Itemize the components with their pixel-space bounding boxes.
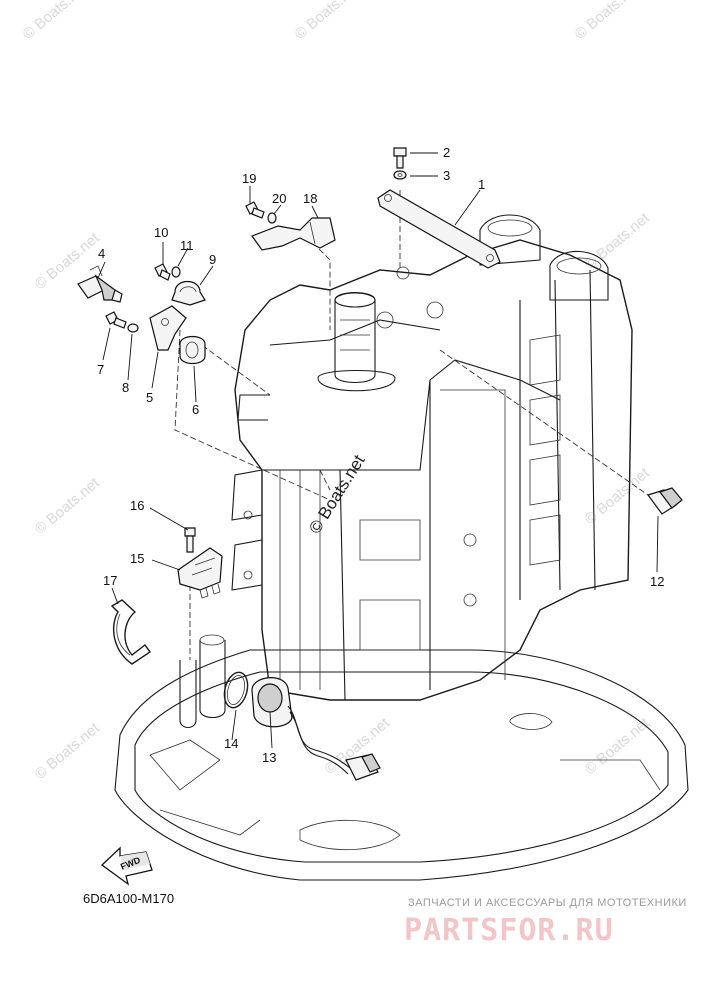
part-19-bolt[interactable] — [245, 201, 265, 219]
part-13-connector[interactable] — [251, 677, 381, 781]
ad-logo: PARTSFOR.RU — [404, 913, 614, 948]
part-6-grommet[interactable] — [179, 335, 206, 365]
part-15-bracket[interactable] — [177, 547, 223, 599]
center-watermark: © Boats.net — [305, 451, 368, 537]
bottom-cowling-outline — [114, 649, 689, 881]
part-18-bracket[interactable] — [251, 217, 336, 251]
callout-16: 16 — [130, 498, 144, 513]
watermark: © Boats.net — [292, 0, 364, 43]
callout-7: 7 — [97, 362, 104, 377]
callout-leaders — [97, 152, 659, 749]
callout-13: 13 — [262, 750, 276, 765]
drawing-code: 6D6A100-M170 — [83, 891, 174, 906]
callout-17: 17 — [103, 573, 117, 588]
part-9-clamp[interactable] — [171, 280, 206, 306]
callout-20: 20 — [272, 191, 286, 206]
part-10-bolt[interactable] — [154, 263, 171, 281]
callout-18: 18 — [303, 191, 317, 206]
fwd-arrow-icon: FWD — [100, 846, 153, 886]
part-5-bracket[interactable] — [149, 305, 187, 351]
partsfor-ad-banner[interactable]: ЗАПЧАСТИ И АКСЕССУАРЫ ДЛЯ МОТОТЕХНИКИ PA… — [404, 897, 687, 948]
callout-1: 1 — [478, 177, 485, 192]
part-11-washer[interactable] — [171, 266, 181, 278]
callout-8: 8 — [122, 380, 129, 395]
watermark-layer: © Boats.net © Boats.net © Boats.net © Bo… — [20, 0, 654, 783]
watermark: © Boats.net — [32, 474, 104, 538]
callout-numbers: 1 2 3 4 5 6 7 8 9 10 11 12 13 14 15 16 1… — [97, 145, 664, 765]
part-20-washer[interactable] — [267, 212, 277, 224]
part-1-bracket[interactable] — [377, 189, 501, 269]
callout-12: 12 — [650, 574, 664, 589]
part-4-sensor[interactable] — [77, 265, 123, 303]
callout-2: 2 — [443, 145, 450, 160]
part-12-sensor[interactable] — [647, 487, 683, 515]
callout-4: 4 — [98, 246, 105, 261]
watermark: © Boats.net — [20, 0, 92, 43]
engine-block — [179, 214, 633, 729]
part-7-bolt[interactable] — [105, 311, 127, 329]
watermark: © Boats.net — [572, 0, 644, 43]
callout-3: 3 — [443, 168, 450, 183]
callout-6: 6 — [192, 402, 199, 417]
callout-14: 14 — [224, 736, 238, 751]
watermark: © Boats.net — [32, 719, 104, 783]
part-16-bolt[interactable] — [184, 527, 196, 553]
part-17-clip[interactable] — [110, 599, 151, 665]
callout-5: 5 — [146, 390, 153, 405]
callout-15: 15 — [130, 551, 144, 566]
callout-11: 11 — [180, 238, 194, 253]
assembly-leaders — [174, 190, 649, 660]
watermark: © Boats.net — [582, 209, 654, 273]
callout-19: 19 — [242, 171, 256, 186]
part-8-washer[interactable] — [127, 323, 139, 333]
part-14-o-ring[interactable] — [221, 670, 252, 710]
ad-tagline: ЗАПЧАСТИ И АКСЕССУАРЫ ДЛЯ МОТОТЕХНИКИ — [408, 897, 687, 909]
part-3-washer[interactable] — [393, 170, 407, 180]
callout-9: 9 — [209, 252, 216, 267]
callout-10: 10 — [154, 225, 168, 240]
part-2-bolt[interactable] — [393, 147, 407, 169]
